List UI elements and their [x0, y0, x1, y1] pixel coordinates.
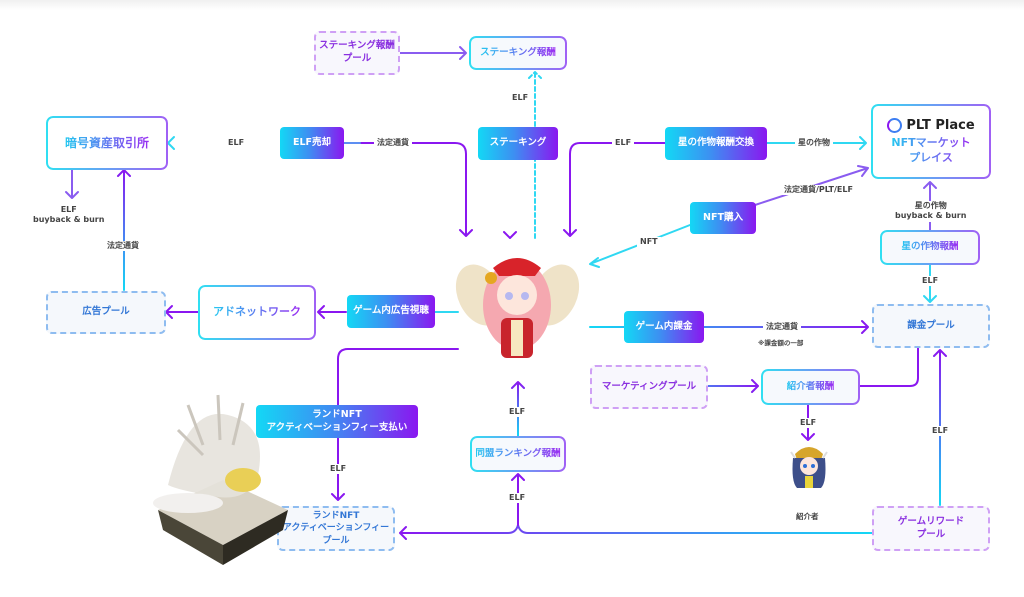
nft-marketplace-label: NFTマーケット プレイス: [891, 136, 971, 165]
ad-pool: 広告プール: [46, 291, 166, 334]
referrer-character-image: [787, 442, 831, 494]
crypto-exchange: 暗号資産取引所: [46, 116, 168, 170]
label-elf-staking: ELF: [509, 93, 532, 104]
line-referrer-billing: [859, 347, 919, 387]
label-elf-land: ELF: [327, 464, 350, 475]
label-fiat-plt-elf: 法定通貨/PLT/ELF: [781, 185, 856, 196]
line-game-reward-land: [399, 524, 873, 540]
main-character-image: [455, 250, 580, 380]
guild-ranking-reward-label: 同盟ランキング報酬: [475, 447, 561, 459]
referrer-reward: 紹介者報酬: [761, 369, 860, 405]
staking-reward: ステーキング報酬: [469, 36, 567, 70]
label-elf-buyback-burn: ELF buyback & burn: [30, 205, 108, 226]
plt-place-icon: [887, 118, 903, 134]
ingame-ad-viewing: ゲーム内広告視聴: [347, 295, 435, 328]
line-ingame-ad-adnetwork: [317, 305, 347, 319]
nft-purchase: NFT購入: [690, 202, 756, 234]
label-elf-crop: ELF: [612, 138, 635, 149]
staking-reward-label: ステーキング報酬: [480, 46, 556, 58]
arrow-pool-to-staking-reward: [397, 46, 467, 60]
label-elf-exchange: ELF: [225, 138, 248, 149]
label-star-crop: 星の作物: [795, 138, 833, 149]
marketing-pool: マーケティングプール: [590, 365, 708, 409]
label-elf-game-reward: ELF: [929, 426, 952, 437]
billing-pool: 課金プール: [872, 304, 990, 348]
ad-network-label: アドネットワーク: [213, 305, 301, 319]
elf-sell: ELF売却: [280, 127, 344, 159]
ingame-billing: ゲーム内課金: [624, 311, 704, 343]
label-nft: NFT: [637, 237, 661, 248]
label-billing-note: ※課金額の一部: [755, 339, 807, 348]
label-fiat-billing: 法定通貨: [763, 322, 801, 333]
line-adnetwork-adpool: [165, 305, 199, 319]
crypto-exchange-label: 暗号資産取引所: [64, 135, 149, 150]
label-elf-billing: ELF: [919, 276, 942, 287]
star-crop-reward: 星の作物報酬: [880, 230, 980, 265]
line-crop-exchange-elf: [563, 142, 666, 237]
line-char-land: [331, 348, 459, 501]
label-fiat-exchange: 法定通貨: [104, 241, 142, 252]
plt-place-name: PLT Place: [906, 117, 975, 133]
star-crop-exchange: 星の作物報酬交換: [665, 127, 767, 160]
referrer-label: 紹介者: [793, 512, 822, 522]
top-bar: [0, 0, 1024, 10]
nft-marketplace: PLT Place NFTマーケット プレイス: [871, 104, 991, 179]
land-nft-activation-payment: ランドNFT アクティベーションフィー支払い: [256, 405, 418, 438]
line-elf-sell-fiat: [357, 142, 473, 237]
arrow-to-exchange: [167, 136, 175, 150]
label-crop-buyback-burn: 星の作物 buyback & burn: [892, 201, 970, 222]
staking: ステーキング: [478, 127, 558, 160]
staking-reward-pool: ステーキング報酬 プール: [314, 31, 400, 75]
guild-ranking-reward: 同盟ランキング報酬: [470, 436, 566, 472]
star-crop-reward-label: 星の作物報酬: [901, 241, 959, 253]
label-elf-referrer: ELF: [797, 418, 820, 429]
line-adpool-exchange: [117, 169, 131, 291]
land-nft-activation-pool: ランドNFT アクティベーションフィー プール: [277, 506, 395, 551]
label-elf-guild-up: ELF: [506, 407, 529, 418]
ad-network: アドネットワーク: [198, 285, 316, 340]
land-nft-island-image: [148, 385, 293, 570]
label-fiat-staking: 法定通貨: [374, 138, 412, 149]
arrow-exchange-burn: [65, 169, 79, 199]
game-reward-pool: ゲームリワード プール: [872, 506, 990, 551]
plt-place-logo: PLT Place: [887, 117, 975, 135]
referrer-reward-label: 紹介者報酬: [786, 380, 835, 392]
label-elf-guild-down: ELF: [506, 493, 529, 504]
arrow-staking-down: [503, 231, 517, 239]
